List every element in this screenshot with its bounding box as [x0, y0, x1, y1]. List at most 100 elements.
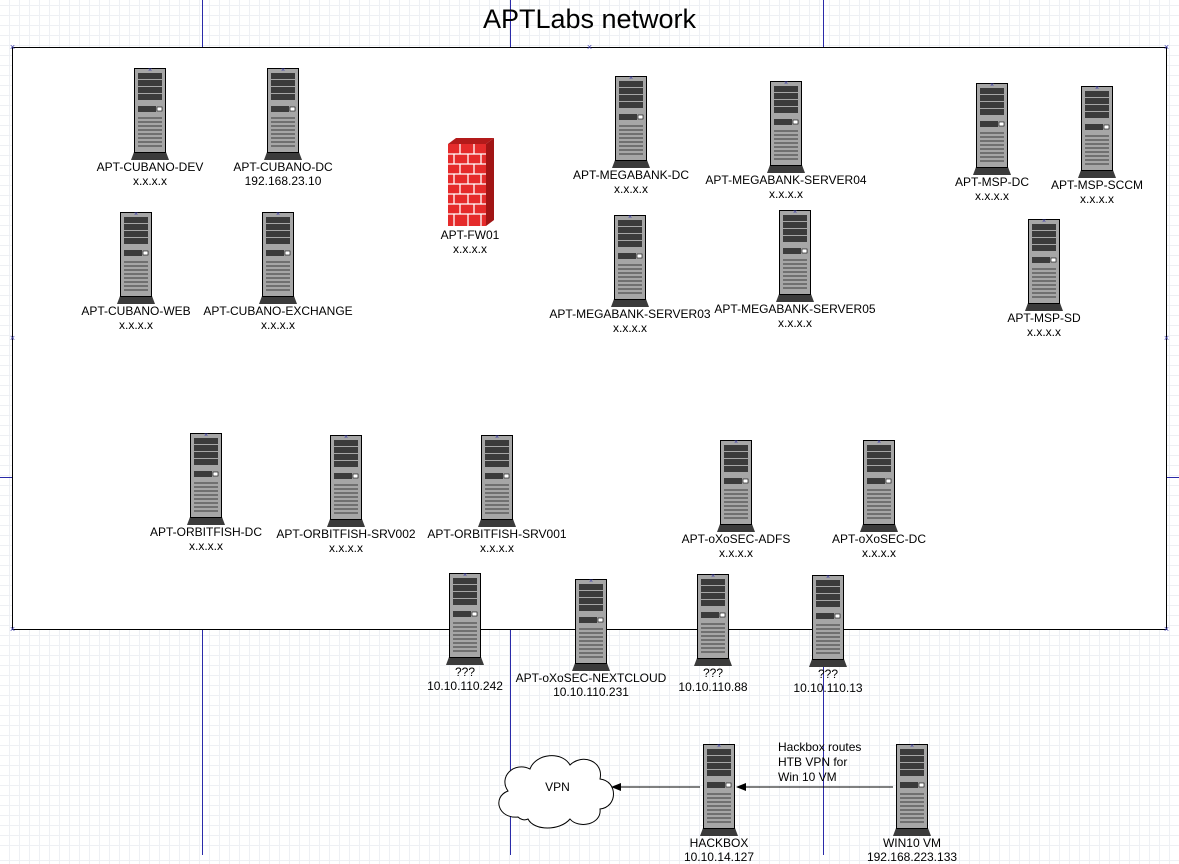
device-name-label: APT-MSP-SD: [1007, 311, 1081, 325]
svg-text:×: ×: [826, 575, 830, 581]
svg-text:×: ×: [793, 210, 797, 216]
device-ip-label: x.x.x.x: [328, 541, 363, 555]
server-tower-icon: ×: [767, 81, 805, 173]
svg-text:×: ×: [1095, 86, 1099, 92]
device-unknown-13[interactable]: × ???10.10.110.13: [728, 575, 928, 695]
device-unknown-88[interactable]: × ???10.10.110.88: [613, 574, 813, 694]
device-ip-label: x.x.x.x: [1079, 192, 1114, 206]
device-ip-label: x.x.x.x: [861, 546, 896, 560]
server-tower-icon: ×: [264, 68, 302, 160]
network-boundary-box[interactable]: × × × × × × × ×: [10, 43, 1169, 634]
selection-handle[interactable]: ×: [9, 624, 16, 634]
server-tower-icon: ×: [893, 744, 931, 836]
server-tower-icon: ×: [700, 744, 738, 836]
note-line: Win 10 VM: [778, 770, 837, 784]
firewall-brick-icon: [448, 138, 494, 226]
server-tower-icon: ×: [809, 575, 847, 667]
svg-text:×: ×: [990, 83, 994, 89]
device-ip-label: 10.10.110.88: [678, 680, 748, 694]
server-tower-icon: ×: [1025, 219, 1063, 311]
device-ip-label: x.x.x.x: [1026, 325, 1061, 339]
note-line: HTB VPN for: [778, 755, 848, 769]
selection-handle[interactable]: ×: [1163, 624, 1170, 634]
svg-text:×: ×: [1042, 219, 1046, 225]
device-ip-label: 192.168.223.133: [866, 850, 958, 864]
device-name-label: ???: [702, 666, 724, 680]
server-tower-icon: ×: [117, 212, 155, 304]
device-name-label: APT-CUBANO-WEB: [81, 304, 191, 318]
server-tower-icon: ×: [259, 212, 297, 304]
svg-text:×: ×: [134, 212, 138, 218]
server-tower-icon: ×: [611, 215, 649, 307]
selection-handle[interactable]: ×: [586, 42, 593, 52]
svg-text:×: ×: [589, 579, 593, 585]
device-name-label: APT-oXoSEC-NEXTCLOUD: [515, 671, 667, 685]
device-ip-label: 192.168.23.10: [244, 174, 322, 188]
device-name-label: APT-oXoSEC-DC: [831, 532, 927, 546]
device-unknown-242[interactable]: × ???10.10.110.242: [365, 573, 565, 693]
device-ip-label: x.x.x.x: [974, 189, 1009, 203]
device-name-label: ???: [454, 665, 476, 679]
svg-text:×: ×: [463, 573, 467, 579]
cloud-icon[interactable]: [490, 747, 620, 831]
device-ip-label: x.x.x.x: [479, 541, 514, 555]
device-name-label: APT-MSP-DC: [954, 175, 1029, 189]
device-ip-label: 10.10.110.231: [553, 685, 629, 699]
selection-handle[interactable]: ×: [9, 333, 16, 343]
device-name-label: HACKBOX: [689, 836, 749, 850]
server-tower-icon: ×: [717, 440, 755, 532]
device-ip-label: 10.10.110.242: [427, 679, 503, 693]
device-name-label: APT-oXoSEC-ADFS: [681, 532, 791, 546]
svg-text:×: ×: [784, 81, 788, 87]
server-tower-icon: ×: [776, 210, 814, 302]
device-ip-label: x.x.x.x: [768, 187, 803, 201]
device-ip-label: 10.10.110.13: [793, 681, 863, 695]
device-ip-label: x.x.x.x: [612, 321, 647, 335]
selection-handle[interactable]: ×: [1163, 42, 1170, 52]
device-ip-label: x.x.x.x: [188, 539, 223, 553]
svg-text:×: ×: [204, 433, 208, 439]
svg-text:×: ×: [734, 440, 738, 446]
device-name-label: APT-ORBITFISH-DC: [149, 525, 262, 539]
diagram-title: APTLabs network: [482, 4, 697, 34]
server-tower-icon: ×: [572, 579, 610, 671]
vpn-cloud-label: VPN: [545, 780, 570, 794]
selection-handle[interactable]: ×: [1163, 333, 1170, 343]
device-name-label: APT-ORBITFISH-SRV002: [276, 527, 416, 541]
device-ip-label: 10.10.14.127: [683, 850, 755, 864]
device-ip-label: x.x.x.x: [718, 546, 753, 560]
svg-text:×: ×: [629, 76, 633, 82]
device-name-label: APT-CUBANO-DEV: [96, 160, 204, 174]
svg-text:×: ×: [717, 744, 721, 750]
server-tower-icon: ×: [973, 83, 1011, 175]
server-tower-icon: ×: [478, 435, 516, 527]
server-tower-icon: ×: [860, 440, 898, 532]
server-tower-icon: ×: [612, 76, 650, 168]
selection-handle[interactable]: ×: [9, 42, 16, 52]
svg-text:×: ×: [148, 68, 152, 74]
server-tower-icon: ×: [1078, 86, 1116, 178]
device-ip-label: x.x.x.x: [777, 316, 812, 330]
hackbox-route-note: Hackbox routes HTB VPN for Win 10 VM: [778, 740, 861, 785]
